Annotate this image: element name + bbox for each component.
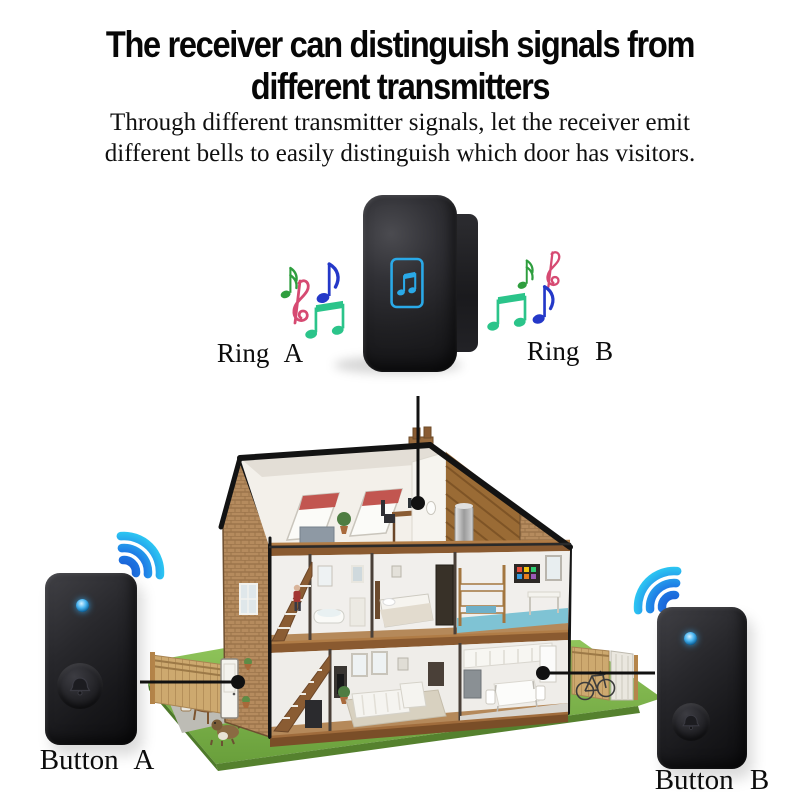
sixteenth-note-icon (515, 259, 534, 292)
treble-clef-icon (546, 251, 561, 289)
water-heater (454, 505, 474, 547)
transmitter-b-device (657, 607, 747, 769)
beamed-notes-icon (484, 291, 528, 334)
sixteenth-note-icon (278, 266, 298, 301)
front-door (220, 658, 239, 719)
bell-button-icon (672, 703, 710, 741)
button-b-label: Button B (654, 764, 770, 796)
house-cutaway-illustration (148, 426, 662, 771)
ring-b-label: Ring B (526, 336, 614, 366)
transmitter-a-device (45, 573, 137, 745)
button-a-label: Button A (39, 744, 155, 776)
title-line-1: The receiver can distinguish signals fro… (105, 24, 696, 65)
bell-button-icon (57, 663, 103, 709)
attic-floor-rooms (240, 445, 572, 551)
left-fence (150, 652, 235, 717)
receiver-on-wall (426, 501, 436, 515)
brick-wall (220, 455, 271, 739)
subtitle-line-2: different bells to easily distinguish wh… (104, 139, 696, 167)
right-fence (571, 646, 638, 701)
ground-floor-rooms (270, 640, 568, 737)
title-line-2: different transmitters (250, 65, 551, 107)
led-indicator (684, 632, 697, 645)
page-subtitle: Through different transmitter signals, l… (0, 108, 800, 169)
music-note-icon (390, 257, 424, 309)
sofa (351, 681, 427, 719)
music-notes-right (484, 251, 561, 334)
eighth-note-icon (529, 285, 555, 327)
page-title: The receiver can distinguish signals fro… (48, 24, 752, 108)
receiver-device (363, 195, 457, 372)
dog (210, 719, 244, 746)
subtitle-line-1: Through different transmitter signals, l… (110, 109, 690, 136)
middle-floor-rooms (270, 551, 570, 643)
bicycle (575, 670, 616, 701)
roof-edges (218, 442, 573, 739)
person-on-stairs (293, 584, 301, 611)
led-indicator (76, 599, 89, 612)
music-notes-left (278, 262, 346, 342)
ring-a-label: Ring A (216, 338, 304, 368)
beamed-notes-icon (302, 299, 346, 342)
eighth-note-icon (313, 262, 340, 307)
bunk-bed (458, 565, 506, 626)
